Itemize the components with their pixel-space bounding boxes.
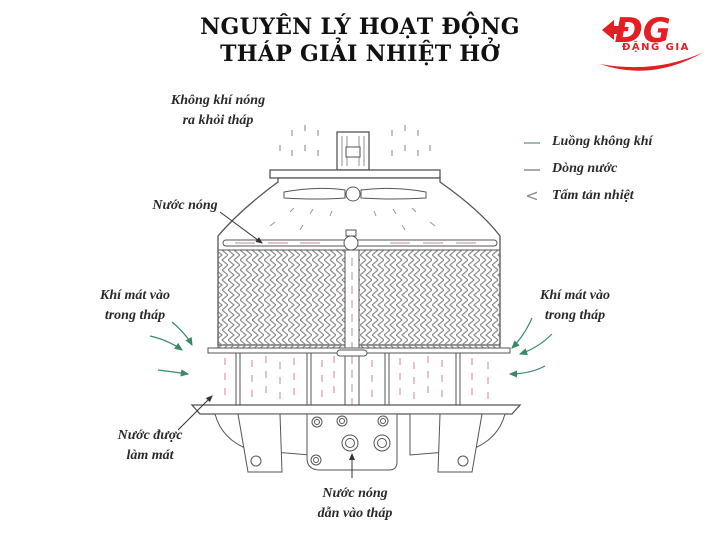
cooled-water-pointer bbox=[177, 395, 213, 431]
logo-name: ĐẶNG GIA bbox=[622, 42, 690, 53]
falling-water-icon bbox=[224, 356, 489, 400]
label-hot-water: Nước nóng bbox=[152, 198, 218, 213]
label-cooled-water: Nước được làm mát bbox=[117, 428, 183, 463]
title-line-1: NGUYÊN LÝ HOẠT ĐỘNG bbox=[200, 14, 520, 40]
hot-water-pointer bbox=[219, 211, 263, 244]
svg-text:ĐG: ĐG bbox=[613, 11, 671, 51]
legend-item-air-flow: Luồng không khí bbox=[522, 128, 652, 155]
legend-item-fill-plate: < Tấm tản nhiệt bbox=[522, 182, 652, 209]
legend: Luồng không khí Dòng nước < Tấm tản nhiệ… bbox=[522, 128, 652, 209]
chevron-left-icon: < bbox=[525, 186, 539, 205]
label-cool-air-in-right: Khí mát vào trong tháp bbox=[539, 288, 610, 323]
basin-rim bbox=[190, 404, 522, 415]
air-rising-icon bbox=[269, 207, 436, 231]
heat-exchange-fill-right bbox=[358, 249, 501, 349]
label-cool-air-in-left: Khí mát vào trong tháp bbox=[99, 288, 170, 323]
page-title: NGUYÊN LÝ HOẠT ĐỘNG THÁP GIẢI NHIỆT HỞ bbox=[150, 14, 570, 68]
dash-line-icon bbox=[522, 132, 542, 151]
dang-gia-logo-icon: ĐG bbox=[600, 11, 704, 71]
heat-exchange-fill-left bbox=[217, 249, 346, 349]
label-hot-water-inlet: Nước nóng dẫn vào tháp bbox=[317, 486, 393, 521]
title-line-2: THÁP GIẢI NHIỆT HỞ bbox=[220, 41, 500, 67]
pipe-fitting-icons bbox=[310, 415, 391, 466]
hot-water-pipe bbox=[222, 239, 498, 247]
cool-air-left-arrows bbox=[149, 321, 193, 377]
hot-air-flow-icon bbox=[279, 125, 431, 156]
left-leg bbox=[237, 413, 283, 473]
label-hot-air-out: Không khí nóng ra khỏi tháp bbox=[170, 93, 266, 128]
fan-icon bbox=[283, 186, 427, 202]
legend-item-water-flow: Dòng nước bbox=[522, 155, 652, 182]
cool-air-right-arrows bbox=[508, 317, 553, 378]
right-leg bbox=[437, 413, 483, 473]
dash-line-icon bbox=[522, 159, 542, 178]
